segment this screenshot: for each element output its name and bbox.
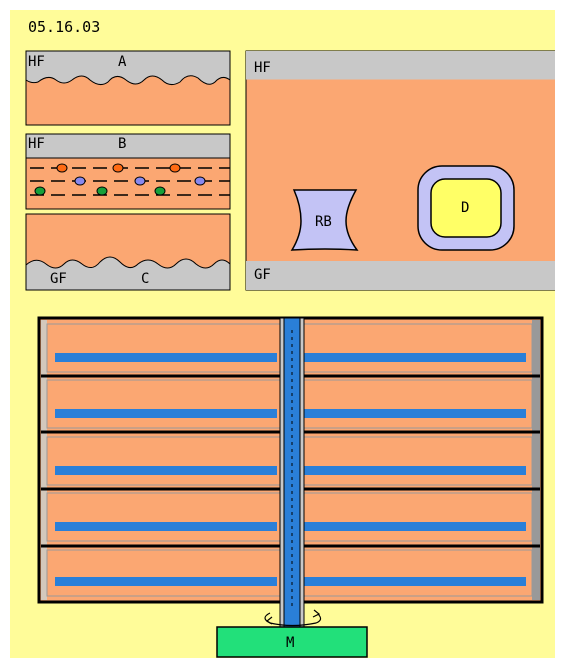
particle-lavender xyxy=(74,176,86,186)
shelf-row xyxy=(46,436,533,486)
particle-lavender xyxy=(134,176,146,186)
blue-channel xyxy=(304,353,526,362)
motor-label: M xyxy=(286,635,295,651)
panel-c-gf-label: GF xyxy=(50,271,67,287)
motor-block xyxy=(216,626,368,658)
panel-a-hf-label: HF xyxy=(28,54,45,70)
blue-channel xyxy=(304,522,526,531)
illustration-svg xyxy=(25,50,555,658)
particle-green xyxy=(154,186,166,196)
illustration-frame: 05.16.03 HF A HF B GF C HF GF RB D M xyxy=(10,10,555,658)
panel-c-letter: C xyxy=(141,271,150,287)
panel-b-hf-label: HF xyxy=(28,136,45,152)
particle-lavender xyxy=(194,176,206,186)
panel-c xyxy=(25,213,231,291)
rack-machine xyxy=(37,316,544,658)
panel-d xyxy=(245,50,555,291)
blue-channel xyxy=(55,577,277,586)
panel-d-gf-label: GF xyxy=(254,267,271,283)
blue-channel xyxy=(55,409,277,418)
particle-orange xyxy=(56,163,68,173)
panel-b xyxy=(25,133,231,210)
panel-d-hf-label: HF xyxy=(254,60,271,76)
figure-code: 05.16.03 xyxy=(28,18,101,36)
d-inner-core xyxy=(430,178,502,238)
rb-cell-shape xyxy=(290,189,359,251)
panel-a-letter: A xyxy=(118,54,127,70)
particle-green xyxy=(96,186,108,196)
blue-channel xyxy=(55,466,277,475)
blue-channel xyxy=(55,353,277,362)
shelf-row xyxy=(46,379,533,429)
blue-channel xyxy=(304,466,526,475)
blue-channel xyxy=(304,409,526,418)
shelf-row xyxy=(46,323,533,373)
particle-green xyxy=(34,186,46,196)
particle-orange xyxy=(169,163,181,173)
shelf-row xyxy=(46,492,533,542)
shelf-row xyxy=(46,549,533,597)
rotation-arrow-icon xyxy=(264,612,322,627)
rb-label: RB xyxy=(315,214,332,230)
d-label: D xyxy=(461,200,470,216)
panel-b-letter: B xyxy=(118,136,127,152)
particle-orange xyxy=(112,163,124,173)
blue-channel xyxy=(304,577,526,586)
blue-channel xyxy=(55,522,277,531)
panel-a xyxy=(25,50,231,126)
